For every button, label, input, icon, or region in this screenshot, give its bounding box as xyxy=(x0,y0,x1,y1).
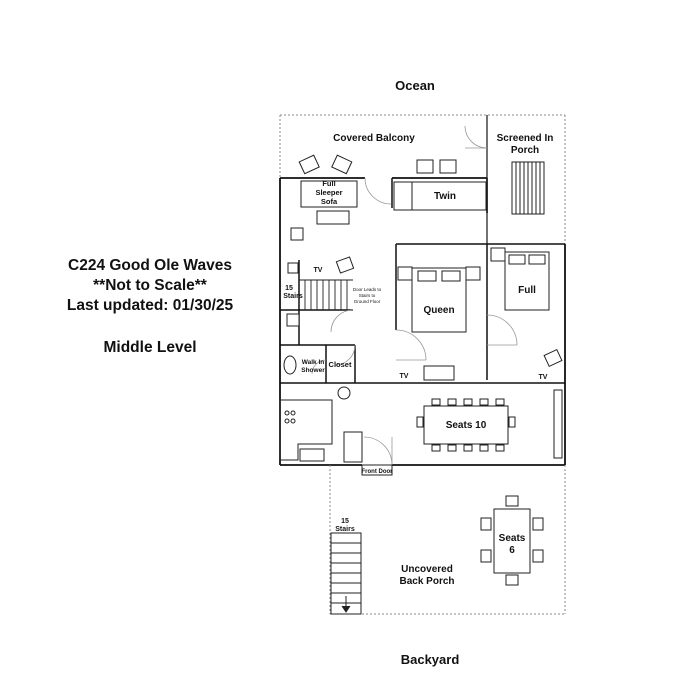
kitchen xyxy=(279,386,363,463)
level-label: Middle Level xyxy=(103,339,197,356)
screened-porch-label-2: Porch xyxy=(511,145,539,156)
stair-cabinet xyxy=(287,262,299,274)
porch-lounger xyxy=(511,161,545,215)
queen-tv-label: TV xyxy=(400,373,409,380)
ocean-label: Ocean xyxy=(395,78,435,93)
balcony-door-swing xyxy=(364,177,392,205)
back-porch-label-1: Uncovered xyxy=(401,564,453,575)
queen-dresser xyxy=(423,365,455,381)
screened-porch-label-1: Screened In xyxy=(497,133,554,144)
inside-stairs-count: 15 xyxy=(285,285,293,292)
back-porch-outline xyxy=(329,465,566,615)
front-door-label: Front Door xyxy=(362,469,394,475)
living-tv-label: TV xyxy=(314,267,323,274)
front-door-mat xyxy=(361,464,393,476)
back-porch-label-2: Back Porch xyxy=(399,576,454,587)
outside-stairs-label: Stairs xyxy=(335,526,355,533)
seats-6-label-2: 6 xyxy=(509,545,515,556)
door-note-3: Ground Floor xyxy=(354,299,381,304)
door-note-2: Stairs to xyxy=(359,293,376,298)
sink xyxy=(286,313,300,327)
sofa-label-2: Sleeper xyxy=(315,188,342,197)
sofa-label-3: Sofa xyxy=(321,197,338,206)
twin-label: Twin xyxy=(434,191,456,202)
full-tv-label: TV xyxy=(539,374,548,381)
patio-table xyxy=(480,495,544,586)
exterior-stairs xyxy=(330,532,362,615)
queen-label: Queen xyxy=(423,305,454,316)
full-armchair xyxy=(543,348,563,368)
porch-door-swing xyxy=(464,125,488,149)
not-to-scale-note: **Not to Scale** xyxy=(93,277,207,294)
seats-10-label: Seats 10 xyxy=(446,420,487,431)
inside-stairs-label: Stairs xyxy=(283,293,303,300)
backyard-label: Backyard xyxy=(401,652,460,667)
door-note-1: Door Leads to xyxy=(353,287,382,292)
sleeper-sofa xyxy=(300,180,358,208)
closet-label: Closet xyxy=(329,360,352,369)
toilet xyxy=(283,355,297,375)
coffee-table xyxy=(316,210,350,225)
info-title: C224 Good Ole Waves xyxy=(68,257,232,274)
interior-stairs xyxy=(299,279,353,310)
door-swings xyxy=(311,309,518,466)
walk-in-label-2: Shower xyxy=(301,367,325,374)
exterior-walls xyxy=(279,177,566,466)
covered-balcony-label: Covered Balcony xyxy=(333,133,415,144)
balcony-chairs xyxy=(298,154,457,175)
armchair xyxy=(335,256,355,274)
outside-stairs-count: 15 xyxy=(341,518,349,525)
last-updated: Last updated: 01/30/25 xyxy=(66,297,234,314)
side-table xyxy=(290,227,304,241)
walk-in-label-1: Walk In xyxy=(302,359,325,366)
direction-labels: Ocean Backyard xyxy=(395,78,459,667)
dining-table xyxy=(416,389,563,459)
sofa-label-1: Full xyxy=(322,179,335,188)
seats-6-label-1: Seats xyxy=(499,533,526,544)
full-label: Full xyxy=(518,285,536,296)
covered-balcony xyxy=(279,114,566,244)
